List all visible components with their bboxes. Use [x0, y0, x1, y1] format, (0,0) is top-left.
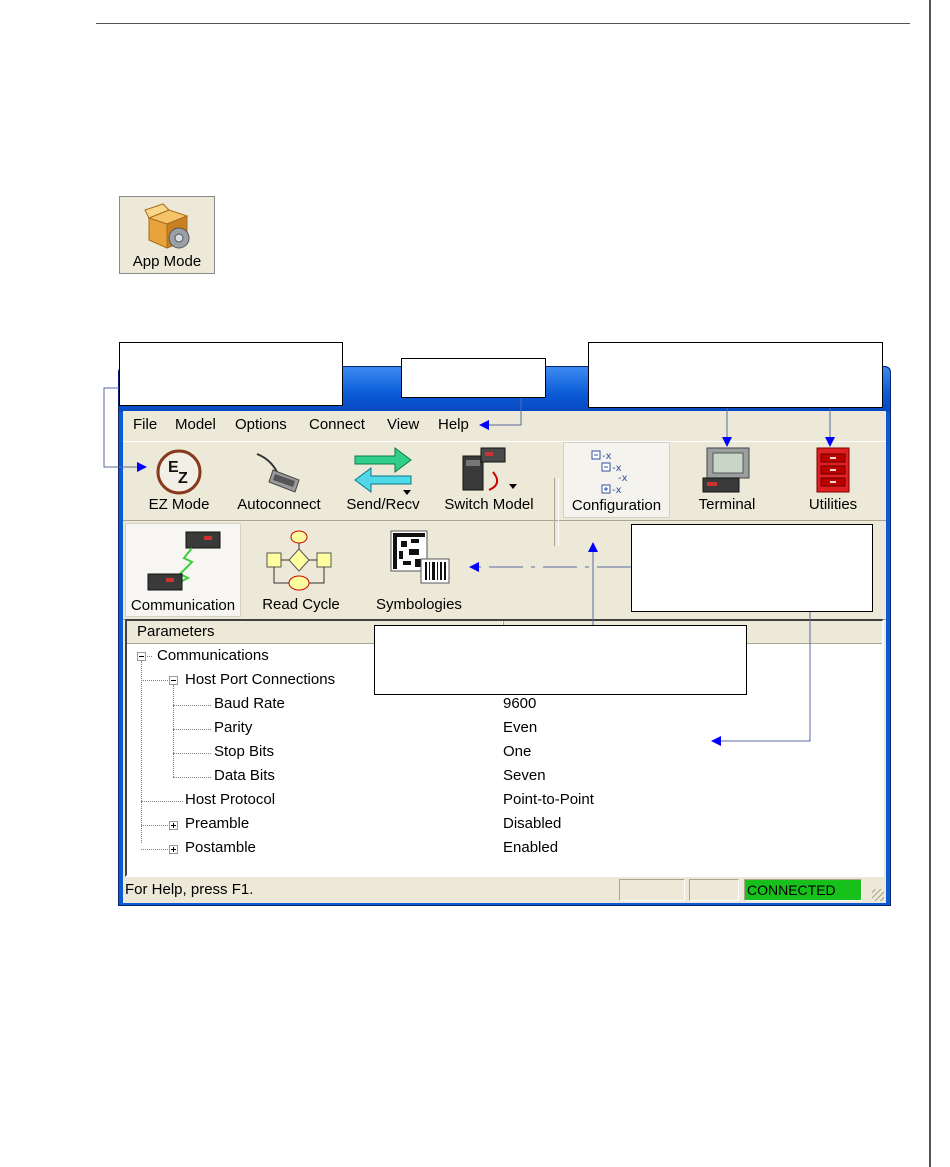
- parity-value[interactable]: Even: [503, 719, 538, 736]
- tree-row-stop-bits[interactable]: Stop Bits: [214, 743, 275, 760]
- menu-options[interactable]: Options: [235, 416, 287, 433]
- resize-grip[interactable]: [872, 889, 884, 901]
- utilities-button[interactable]: Utilities: [785, 442, 881, 518]
- menu-file[interactable]: File: [133, 416, 158, 433]
- tree-line: [173, 685, 174, 777]
- preamble-value[interactable]: Disabled: [503, 815, 562, 832]
- ez-mode-icon: E Z: [156, 449, 202, 495]
- terminal-label: Terminal: [698, 496, 756, 513]
- read-cycle-label: Read Cycle: [262, 596, 340, 613]
- terminal-button[interactable]: Terminal: [679, 442, 775, 518]
- top-rule: [96, 23, 910, 24]
- menu-model[interactable]: Model: [175, 416, 216, 433]
- tree-row-baud-rate[interactable]: Baud Rate: [214, 695, 285, 712]
- tree-line: [141, 825, 168, 826]
- autoconnect-label: Autoconnect: [237, 496, 321, 513]
- tree-line: [141, 849, 168, 850]
- tree-row-host-port-connections[interactable]: Host Port Connections: [185, 671, 336, 688]
- status-bar: For Help, press F1. CONNECTED: [123, 877, 886, 903]
- tree-line: [141, 680, 168, 681]
- communication-icon: [147, 531, 221, 591]
- ez-mode-label: EZ Mode: [148, 496, 210, 513]
- status-help-text: For Help, press F1.: [125, 881, 254, 898]
- tree-row-parity[interactable]: Parity: [214, 719, 253, 736]
- tree-line: [173, 705, 211, 706]
- tree-row-postamble[interactable]: Postamble: [185, 839, 256, 856]
- status-pane: [689, 879, 739, 901]
- postamble-value[interactable]: Enabled: [503, 839, 559, 856]
- callout-box-applications: [588, 342, 883, 408]
- symbologies-button[interactable]: Symbologies: [363, 523, 475, 617]
- symbologies-label: Symbologies: [376, 596, 462, 613]
- tree-line: [144, 656, 152, 657]
- send-recv-label: Send/Recv: [346, 496, 420, 513]
- collapse-communications-toggle[interactable]: [137, 652, 146, 661]
- menu-help[interactable]: Help: [438, 416, 469, 433]
- data-bits-value[interactable]: Seven: [503, 767, 546, 784]
- expand-preamble-toggle[interactable]: [169, 821, 178, 830]
- svg-text:-x: -x: [618, 473, 628, 484]
- callout-box-configuration: [374, 625, 747, 695]
- expand-postamble-toggle[interactable]: [169, 845, 178, 854]
- svg-text:E: E: [168, 459, 179, 476]
- symbologies-barcode-icon: [390, 530, 450, 584]
- switch-model-label: Switch Model: [444, 496, 534, 513]
- tree-line: [173, 729, 211, 730]
- configuration-label: Configuration: [571, 497, 662, 514]
- utilities-label: Utilities: [808, 496, 858, 513]
- read-cycle-button[interactable]: Read Cycle: [245, 523, 357, 617]
- menu-bar: File Model Options Connect View Help: [123, 411, 886, 439]
- menu-connect[interactable]: Connect: [309, 416, 365, 433]
- side-rule: [929, 0, 931, 1167]
- main-toolbar: E Z EZ Mode Autoconnect: [123, 441, 886, 546]
- tree-line: [173, 753, 211, 754]
- tree-row-preamble[interactable]: Preamble: [185, 815, 250, 832]
- callout-box-menu: [401, 358, 546, 398]
- terminal-icon: [702, 447, 750, 493]
- configuration-button[interactable]: -x -x -x -x Configuration: [563, 442, 670, 518]
- app-mode-label: App Mode: [132, 253, 202, 270]
- toolbar-separator: [554, 478, 559, 546]
- svg-text:-x: -x: [602, 451, 612, 462]
- tree-line: [173, 777, 211, 778]
- baud-rate-value[interactable]: 9600: [503, 695, 537, 712]
- configuration-toolbar: Communication Read Cycle: [123, 521, 886, 620]
- configuration-tree-icon: -x -x -x -x: [591, 450, 628, 496]
- stop-bits-value[interactable]: One: [503, 743, 532, 760]
- utilities-toolbox-icon: [816, 447, 850, 493]
- tree-row-data-bits[interactable]: Data Bits: [214, 767, 275, 784]
- svg-text:-x: -x: [612, 463, 622, 474]
- tree-line: [141, 801, 183, 802]
- callout-box-ez-mode: [119, 342, 343, 406]
- host-protocol-value[interactable]: Point-to-Point: [503, 791, 594, 808]
- ez-mode-button[interactable]: E Z EZ Mode: [129, 442, 229, 518]
- svg-text:-x: -x: [612, 485, 622, 496]
- switch-model-icon: [462, 447, 517, 491]
- tree-row-communications[interactable]: Communications: [157, 647, 269, 664]
- status-pane: [619, 879, 685, 901]
- callout-box-configuration-toolbar: [631, 524, 873, 612]
- app-mode-button[interactable]: App Mode: [119, 196, 215, 274]
- menu-view[interactable]: View: [387, 416, 420, 433]
- connection-status-indicator: CONNECTED: [744, 879, 862, 901]
- tree-line: [141, 661, 142, 843]
- switch-model-button[interactable]: Switch Model: [435, 442, 543, 518]
- tree-row-host-protocol[interactable]: Host Protocol: [185, 791, 276, 808]
- communication-button[interactable]: Communication: [125, 523, 241, 617]
- svg-text:Z: Z: [178, 470, 188, 487]
- send-recv-arrows-icon: [354, 447, 412, 495]
- autoconnect-button[interactable]: Autoconnect: [229, 442, 329, 518]
- communication-label: Communication: [130, 597, 236, 614]
- app-mode-box-icon: [144, 203, 190, 249]
- send-recv-button[interactable]: Send/Recv: [335, 442, 431, 518]
- read-cycle-flow-icon: [266, 530, 332, 591]
- collapse-host-port-toggle[interactable]: [169, 676, 178, 685]
- cable-connector-icon: [256, 453, 300, 493]
